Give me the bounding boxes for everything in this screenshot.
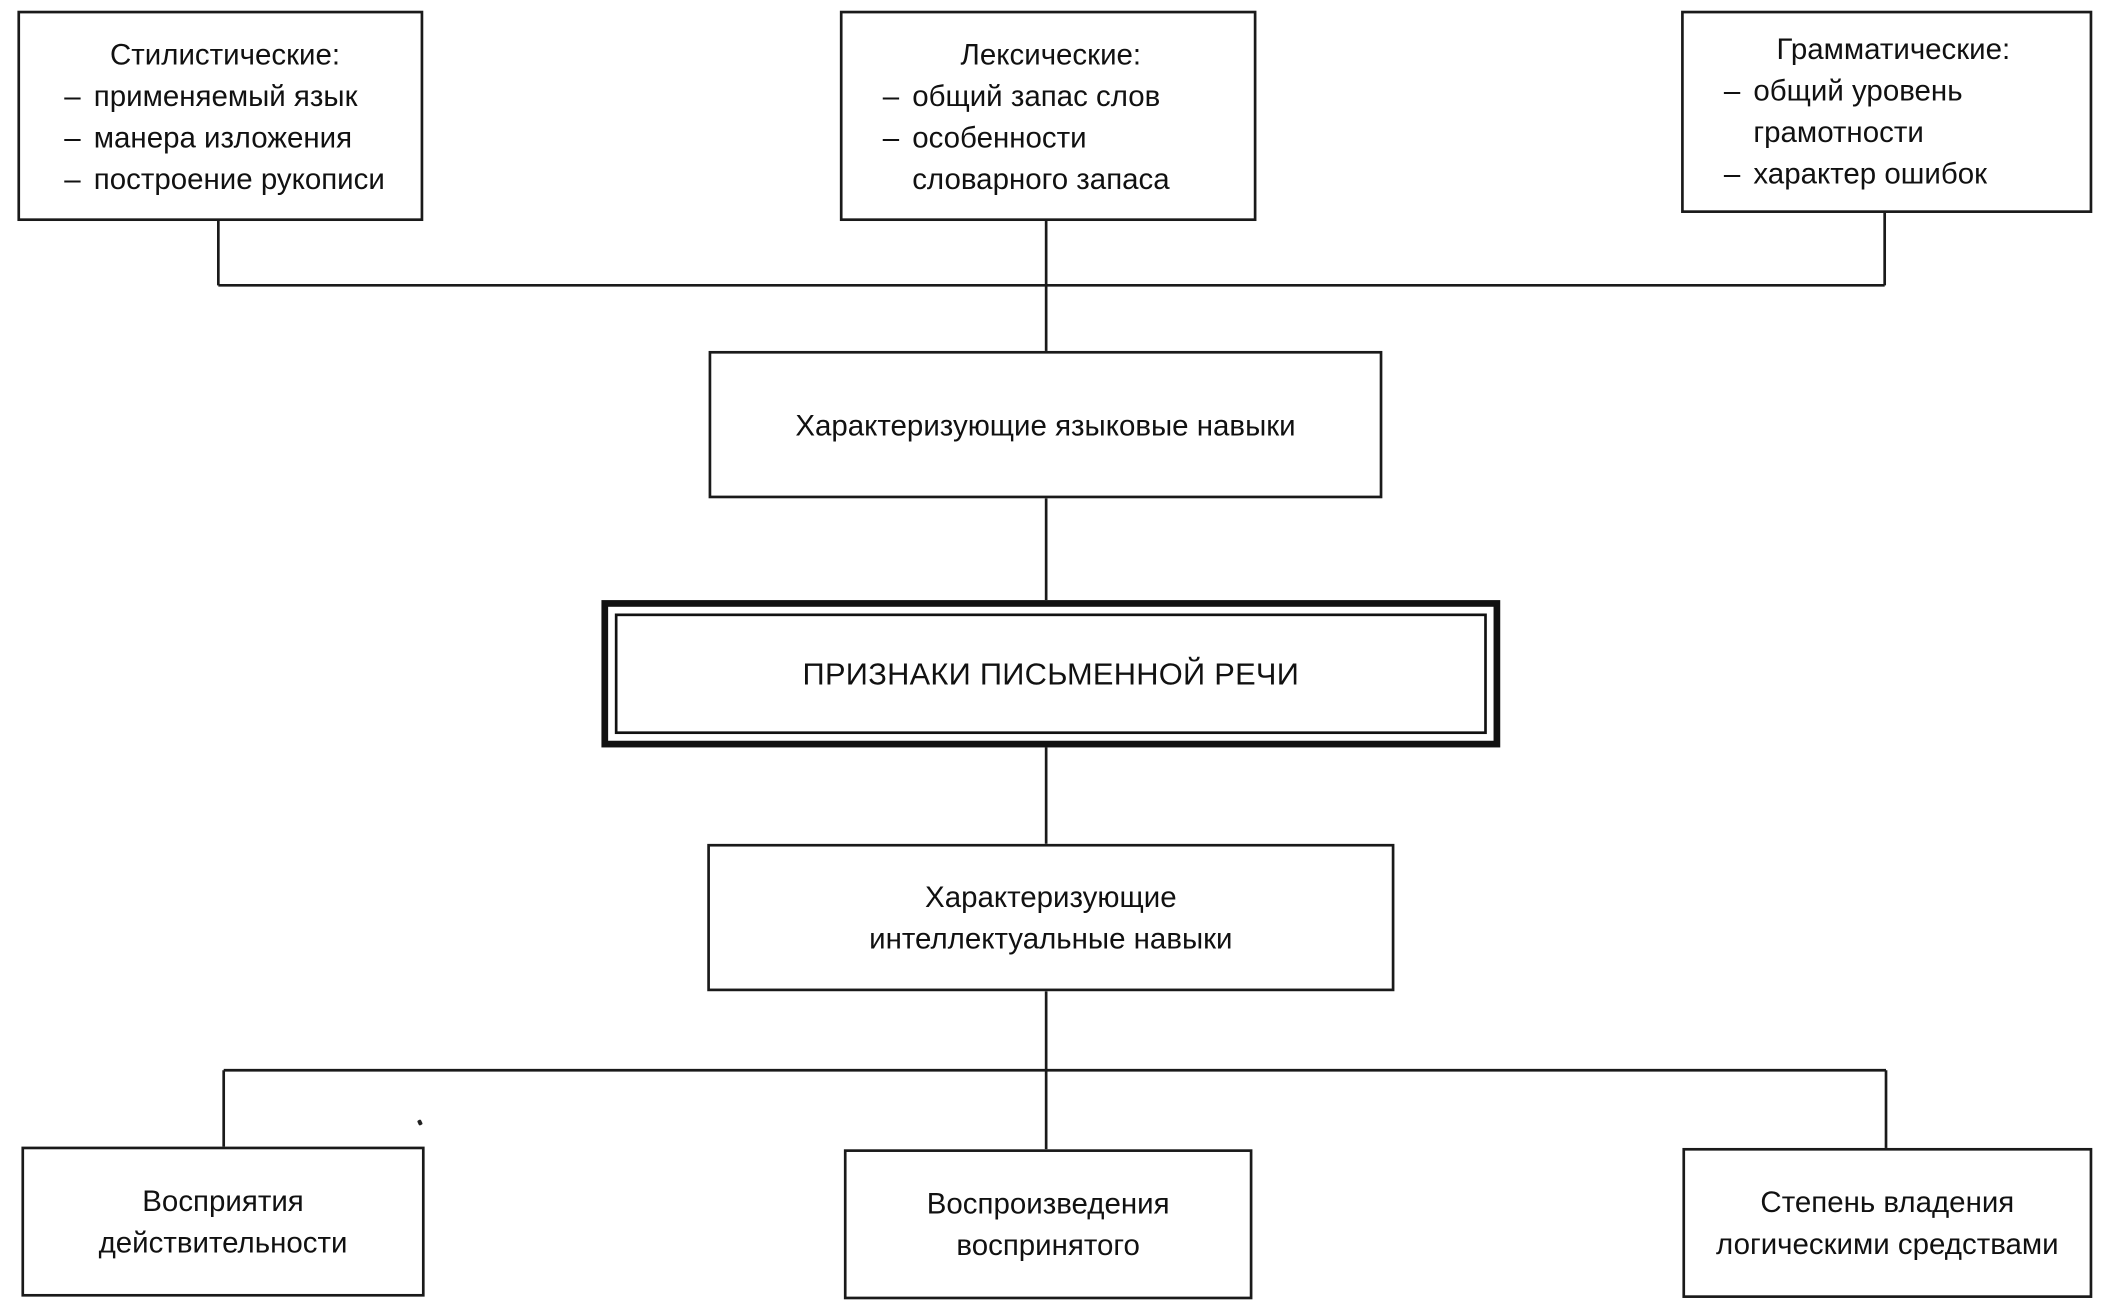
reproduction-box: Воспроизведения воспринятого bbox=[843, 1149, 1253, 1300]
intellectual-skills-line2: интеллектуальные навыки bbox=[869, 921, 1233, 956]
logic-line1: Степень владения bbox=[1760, 1185, 2015, 1219]
logic-box: Степень владения логическими средствами bbox=[1682, 1147, 2093, 1298]
perception-box: Восприятия действительности bbox=[21, 1146, 425, 1297]
intellectual-skills-box: Характеризующие интеллектуальные навыки bbox=[707, 843, 1395, 992]
lexical-title: Лексические: bbox=[960, 37, 1142, 71]
grammatical-item: –общий уровень bbox=[1723, 73, 1963, 108]
perception-line1: Восприятия bbox=[142, 1184, 304, 1218]
stylistic-box: Стилистические: –применяемый язык –манер… bbox=[17, 10, 424, 222]
stylistic-title: Стилистические: bbox=[110, 37, 341, 71]
stylistic-item: –применяемый язык bbox=[64, 79, 358, 113]
perception-line2: действительности bbox=[98, 1225, 348, 1260]
main-title-inner-frame: ПРИЗНАКИ ПИСЬМЕННОЙ РЕЧИ bbox=[614, 613, 1487, 735]
lexical-item: –общий запас слов bbox=[882, 79, 1161, 113]
stylistic-item: –построение рукописи bbox=[64, 162, 385, 196]
lexical-box: Лексические: –общий запас слов –особенно… bbox=[839, 10, 1257, 222]
main-title: ПРИЗНАКИ ПИСЬМЕННОЙ РЕЧИ bbox=[802, 655, 1300, 691]
lexical-item: –особенности bbox=[882, 120, 1087, 155]
main-title-box: ПРИЗНАКИ ПИСЬМЕННОЙ РЕЧИ bbox=[601, 600, 1501, 748]
grammatical-item: –характер ошибок bbox=[1723, 156, 1988, 191]
intellectual-skills-line1: Характеризующие bbox=[925, 880, 1177, 914]
grammatical-item: –грамотности bbox=[1753, 115, 1924, 149]
grammatical-title: Грамматические: bbox=[1776, 32, 2011, 66]
lexical-item: –словарного запаса bbox=[912, 162, 1170, 196]
grammatical-box: Грамматические: –общий уровень –грамотно… bbox=[1681, 10, 2093, 213]
reproduction-line1: Воспроизведения bbox=[926, 1186, 1170, 1221]
language-skills-label: Характеризующие языковые навыки bbox=[795, 407, 1296, 442]
logic-line2: логическими средствами bbox=[1716, 1226, 2059, 1261]
reproduction-line2: воспринятого bbox=[956, 1228, 1140, 1262]
language-skills-box: Характеризующие языковые навыки bbox=[708, 350, 1383, 499]
stylistic-item: –манера изложения bbox=[64, 120, 353, 155]
